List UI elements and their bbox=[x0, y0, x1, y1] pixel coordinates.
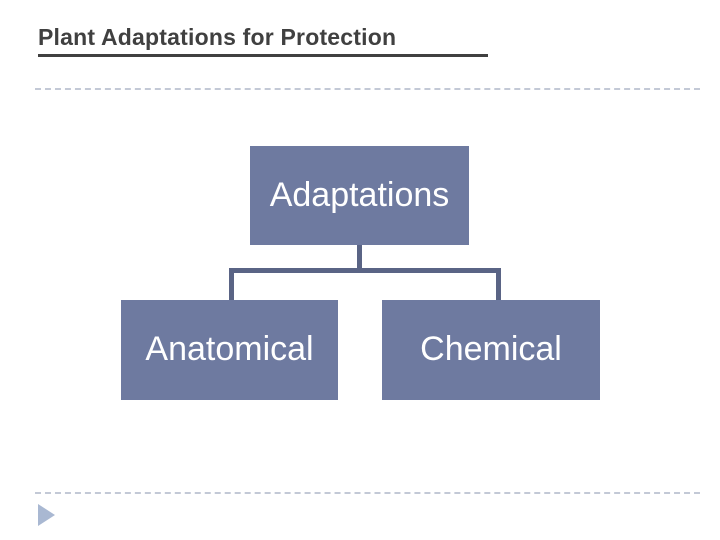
page-title: Plant Adaptations for Protection bbox=[38, 24, 397, 50]
connector-horizontal-bar bbox=[229, 268, 501, 273]
connector-stem bbox=[357, 245, 362, 272]
diagram-node-chemical[interactable]: Chemical bbox=[382, 300, 600, 400]
connector-drop-right bbox=[496, 268, 501, 302]
diagram-node-anatomical[interactable]: Anatomical bbox=[121, 300, 338, 400]
title-underline bbox=[38, 54, 488, 57]
divider-bottom bbox=[35, 492, 700, 494]
play-triangle-icon[interactable] bbox=[38, 504, 55, 526]
divider-top bbox=[35, 88, 700, 90]
diagram-node-root[interactable]: Adaptations bbox=[250, 146, 469, 245]
connector-drop-left bbox=[229, 268, 234, 302]
